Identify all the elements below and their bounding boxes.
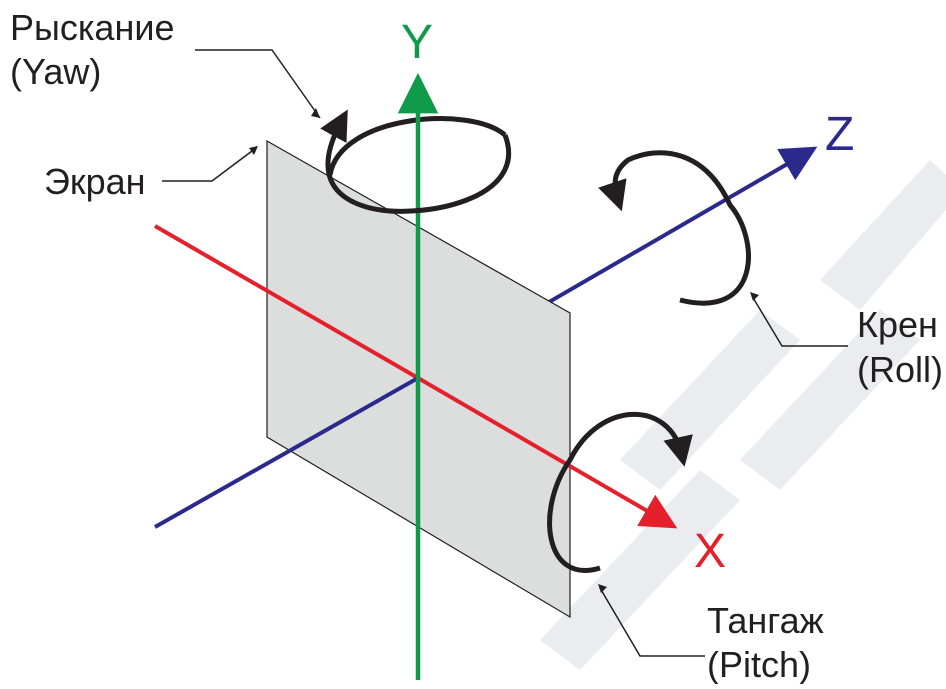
roll-rotation-arrow xyxy=(598,150,751,306)
yaw-leader-tip xyxy=(311,108,320,118)
pitch-leader-line xyxy=(599,587,705,657)
pitch-rotation-arrow xyxy=(547,411,693,573)
z-axis-label: Z xyxy=(825,108,854,161)
yaw-label-ru: Рыскание xyxy=(10,7,174,48)
x-axis-front xyxy=(416,376,678,529)
screen-label: Экран xyxy=(44,161,146,202)
y-axis-label: Y xyxy=(401,16,433,69)
roll-label-ru: Крен xyxy=(857,304,938,345)
watermark xyxy=(540,160,946,670)
x-axis-back xyxy=(153,224,420,380)
roll-leader-line xyxy=(751,295,848,347)
screen-leader-line xyxy=(162,147,257,182)
yaw-ring-back xyxy=(327,116,507,176)
roll-label-en: (Roll) xyxy=(857,349,943,390)
roll-leader-tip xyxy=(750,292,759,301)
x-axis-label: X xyxy=(694,525,726,578)
pitch-leader-tip xyxy=(598,584,607,593)
yaw-rotation-arrow xyxy=(320,109,511,214)
z-axis-front xyxy=(154,376,419,529)
pitch-label-en: (Pitch) xyxy=(707,644,811,684)
pitch-label-ru: Тангаж xyxy=(707,600,824,641)
yaw-leader-line xyxy=(195,49,321,119)
screen-leader-tip xyxy=(249,146,258,155)
yaw-label-en: (Yaw) xyxy=(10,51,101,92)
